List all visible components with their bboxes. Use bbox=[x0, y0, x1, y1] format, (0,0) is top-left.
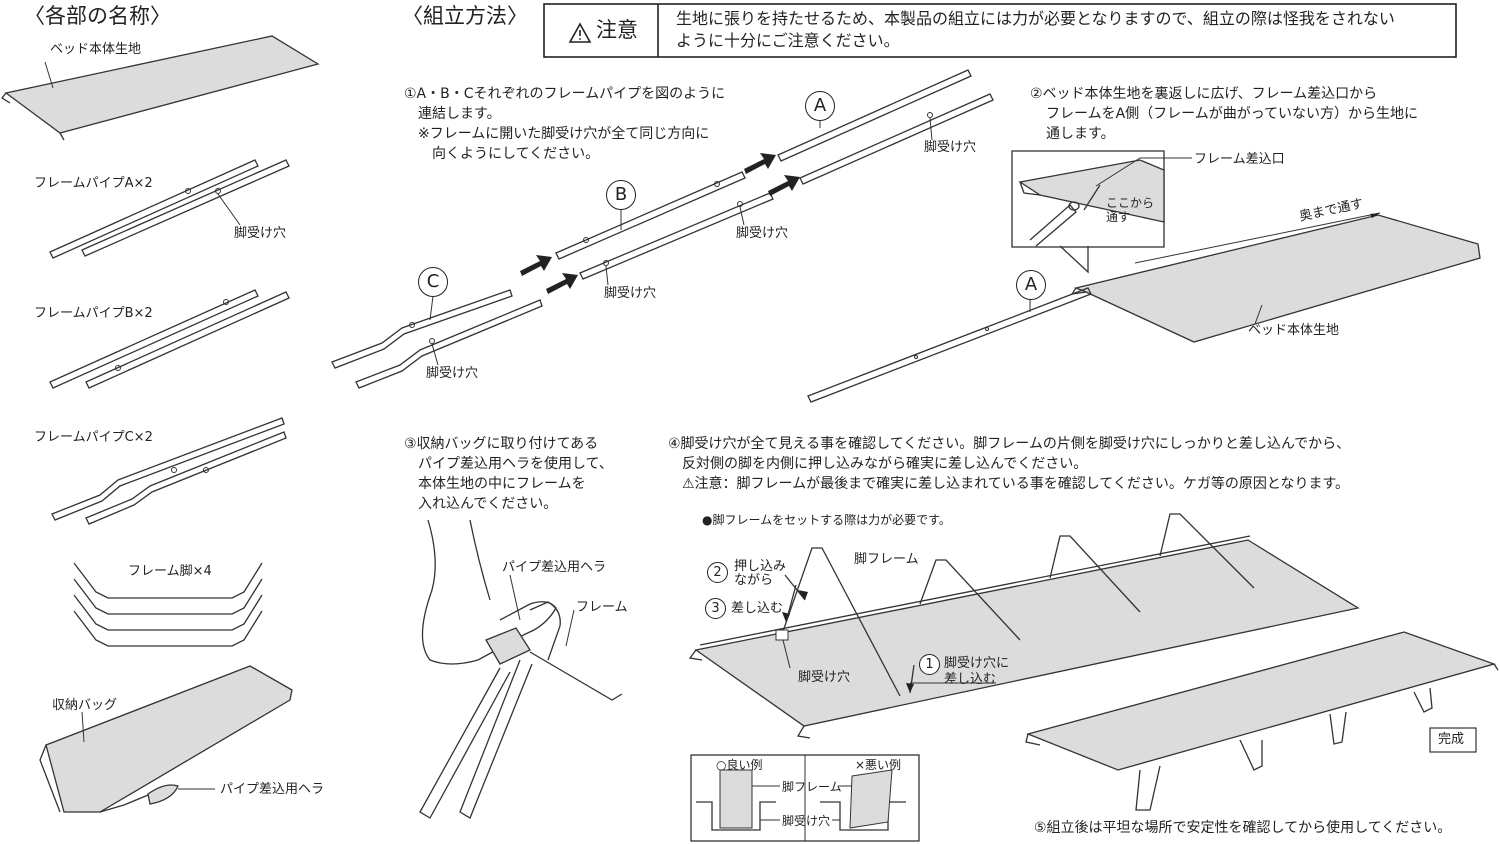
step2-here-2: 通す bbox=[1106, 210, 1131, 224]
step2-fabric: ベッド本体生地 bbox=[1248, 323, 1340, 338]
caution-text-1: 生地に張りを持たせるため、本製品の組立には力が必要となりますので、組立の際は怪我… bbox=[676, 9, 1395, 28]
step4-num-2: 2 bbox=[707, 562, 728, 583]
step1-hole-a: 脚受け穴 bbox=[924, 140, 977, 155]
label-pipe-b: フレームパイプB×2 bbox=[34, 306, 153, 321]
callout-c: C bbox=[418, 267, 448, 297]
step4-num-1: 1 bbox=[919, 654, 940, 675]
step1-hole-b-left: 脚受け穴 bbox=[604, 286, 657, 301]
step2-line1: ②ベッド本体生地を裏返しに広げ、フレーム差込口から bbox=[1030, 86, 1378, 102]
label-bed-fabric: ベッド本体生地 bbox=[50, 42, 142, 57]
step2-here-1: ここから bbox=[1106, 196, 1155, 210]
legend-bad: ×悪い例 bbox=[855, 758, 902, 772]
step4-insert: 差し込む bbox=[731, 601, 784, 616]
step1-line2: 連結します。 bbox=[418, 106, 501, 122]
step3-drawing bbox=[419, 519, 623, 819]
step1-hole-b-right: 脚受け穴 bbox=[736, 226, 789, 241]
pipe-a-drawing bbox=[49, 159, 290, 259]
step4-line2: 反対側の脚を内側に押し込みながら確実に差し込んでください。 bbox=[682, 456, 1088, 472]
label-legs: フレーム脚×4 bbox=[128, 564, 212, 579]
bed-fabric-drawing bbox=[1, 35, 320, 141]
step2-drawing bbox=[807, 150, 1481, 403]
label-pipe-a: フレームパイプA×2 bbox=[34, 176, 153, 191]
step5-text: ⑤組立後は平坦な場所で安定性を確認してから使用してください。 bbox=[1034, 820, 1452, 836]
step2-inlet: フレーム差込口 bbox=[1194, 152, 1285, 167]
step2-line2: フレームをA側（フレームが曲がっていない方）から生地に bbox=[1046, 106, 1419, 122]
step4-drawing bbox=[688, 513, 1499, 842]
step1-pipes-drawing bbox=[331, 69, 994, 389]
step2-callout-a: A bbox=[1016, 270, 1046, 300]
caution-box bbox=[543, 3, 1457, 58]
frame-legs-drawing bbox=[73, 562, 263, 647]
done-label: 完成 bbox=[1438, 732, 1465, 747]
callout-b: B bbox=[606, 180, 636, 210]
step4-hole: 脚受け穴 bbox=[798, 670, 851, 685]
assembly-heading: 〈組立方法〉 bbox=[402, 4, 528, 28]
step1-line4: 向くようにしてください。 bbox=[432, 146, 600, 162]
label-bag: 収納バッグ bbox=[52, 698, 118, 713]
step2-line3: 通します。 bbox=[1046, 126, 1115, 142]
step4-line1: ④脚受け穴が全て見える事を確認してください。脚フレームの片側を脚受け穴にしっかり… bbox=[668, 436, 1351, 452]
legend-hole: 脚受け穴 bbox=[782, 814, 831, 828]
step4-line3: ⚠注意：脚フレームが最後まで確実に差し込まれている事を確認してください。ケガ等の… bbox=[682, 476, 1350, 492]
step4-into-2: 差し込む bbox=[944, 672, 997, 687]
step1-line3: ※フレームに開いた脚受け穴が全て同じ方向に bbox=[418, 126, 710, 142]
step3-line1: ③収納バッグに取り付けてある bbox=[404, 436, 599, 452]
legend-leg: 脚フレーム bbox=[782, 780, 842, 794]
label-spatula: パイプ差込用ヘラ bbox=[220, 782, 325, 797]
step3-spatula: パイプ差込用ヘラ bbox=[502, 560, 607, 575]
step4-num-3: 3 bbox=[705, 598, 726, 619]
pipe-c-drawing bbox=[51, 417, 287, 525]
step1-hole-c: 脚受け穴 bbox=[426, 366, 479, 381]
caution-text-2: ように十分にご注意ください。 bbox=[676, 31, 900, 50]
step4-into-1: 脚受け穴に bbox=[944, 656, 1010, 671]
legend-good: ○良い例 bbox=[716, 758, 763, 772]
callout-a: A bbox=[805, 91, 835, 121]
step4-push-1: 押し込み bbox=[734, 559, 787, 574]
parts-heading: 〈各部の名称〉 bbox=[24, 4, 171, 28]
step4-note: ●脚フレームをセットする際は力が必要です。 bbox=[702, 513, 951, 527]
step3-frame: フレーム bbox=[576, 600, 628, 615]
step3-line2: パイプ差込用ヘラを使用して、 bbox=[418, 456, 613, 472]
step3-line4: 入れ込んでください。 bbox=[418, 496, 558, 512]
step3-line3: 本体生地の中にフレームを bbox=[418, 476, 586, 492]
step4-push-2: ながら bbox=[734, 573, 774, 588]
label-leg-hole: 脚受け穴 bbox=[234, 226, 287, 241]
storage-bag-drawing bbox=[39, 665, 293, 813]
pipe-b-drawing bbox=[49, 289, 290, 389]
step4-leg-frame: 脚フレーム bbox=[854, 552, 919, 567]
caution-label: 注意 bbox=[596, 18, 638, 42]
step1-line1: ①A・B・Cそれぞれのフレームパイプを図のように bbox=[404, 86, 726, 102]
label-pipe-c: フレームパイプC×2 bbox=[34, 430, 153, 445]
